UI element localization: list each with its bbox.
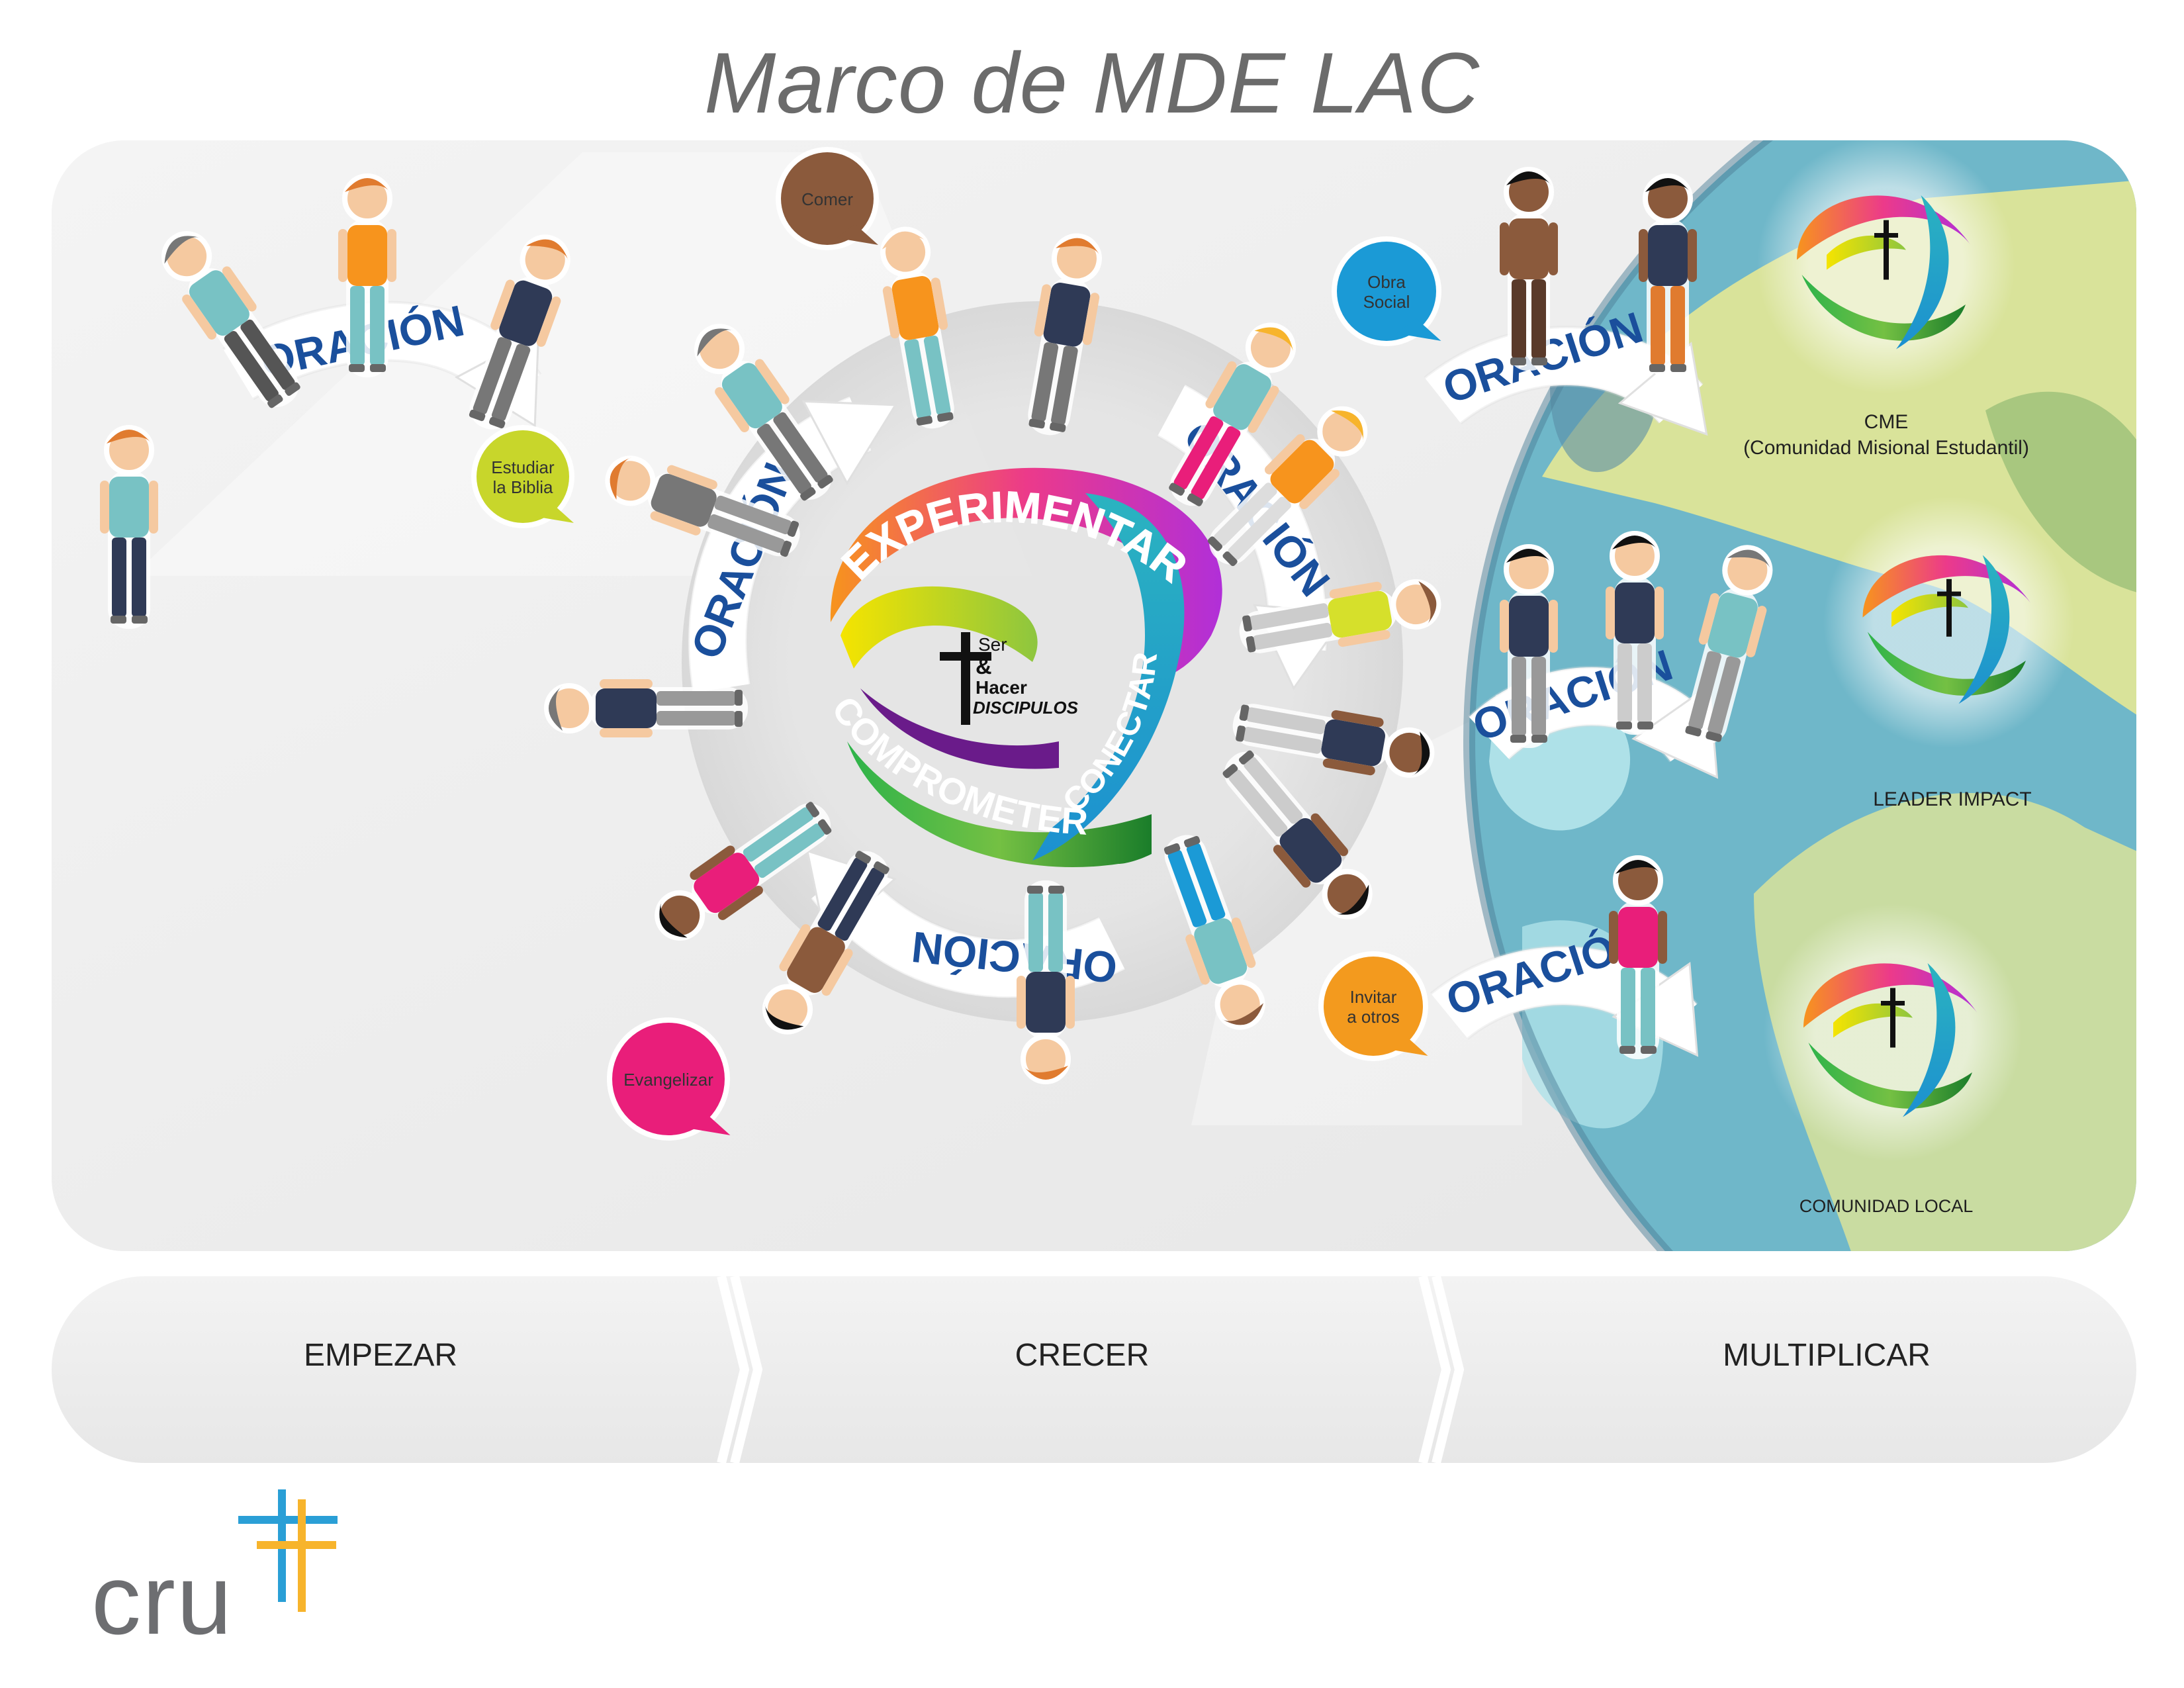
cross-icon bbox=[940, 632, 991, 725]
person-figure bbox=[1239, 579, 1441, 653]
person-figure bbox=[1606, 531, 1664, 735]
globe-emblem-3 bbox=[1764, 904, 2022, 1162]
label-cme: CME (Comunidad Misional Estudantil) bbox=[1743, 411, 2029, 459]
person-figure bbox=[1207, 406, 1368, 567]
person-figure bbox=[880, 226, 954, 429]
person-figure bbox=[655, 802, 832, 941]
person-figure bbox=[1232, 704, 1435, 778]
person-figure bbox=[762, 851, 889, 1035]
globe-emblem-1 bbox=[1757, 136, 2015, 394]
person-figure bbox=[1028, 233, 1102, 436]
stage-bar bbox=[52, 1275, 2136, 1464]
person-figure bbox=[1169, 322, 1296, 506]
person-figure bbox=[1017, 880, 1075, 1084]
speech-bubble-text: Comer bbox=[801, 189, 853, 209]
center-hacer: Hacer bbox=[976, 677, 1027, 698]
center-discipulos: DISCIPULOS bbox=[973, 698, 1079, 718]
person-figure bbox=[1685, 545, 1773, 744]
stage-crecer: CRECER bbox=[1015, 1338, 1150, 1373]
cru-logo: cru bbox=[91, 1544, 234, 1655]
person-figure bbox=[1609, 855, 1667, 1059]
speech-bubble-text: Social bbox=[1363, 292, 1410, 312]
center-ser: Ser bbox=[978, 634, 1007, 655]
speech-bubble-text: la Biblia bbox=[492, 477, 553, 497]
person-figure bbox=[1639, 173, 1697, 377]
speech-bubble-text: Obra bbox=[1367, 272, 1406, 292]
speech-bubble-4: Evangelizar bbox=[607, 1017, 731, 1141]
center-and: & bbox=[976, 654, 992, 679]
arrow-head-icon bbox=[801, 400, 897, 485]
label-leader-impact: LEADER IMPACT bbox=[1873, 788, 2032, 810]
page-title: Marco de MDE LAC bbox=[704, 34, 1480, 131]
person-figure bbox=[544, 679, 748, 737]
person-figure bbox=[1163, 835, 1265, 1030]
person-figure bbox=[469, 234, 570, 430]
person-figure bbox=[1500, 167, 1558, 371]
stage-multiplicar: MULTIPLICAR bbox=[1723, 1338, 1931, 1373]
person-figure bbox=[338, 173, 396, 377]
speech-bubble-text: Invitar bbox=[1350, 987, 1397, 1007]
person-figure bbox=[694, 324, 833, 501]
person-figure bbox=[605, 455, 800, 557]
label-comunidad-local: COMUNIDAD LOCAL bbox=[1799, 1196, 1974, 1216]
stage-empezar: EMPEZAR bbox=[303, 1338, 458, 1373]
cross-icon bbox=[1937, 579, 1961, 637]
person-figure bbox=[1222, 750, 1373, 919]
person-figure bbox=[100, 425, 158, 629]
speech-bubble-1: Comer bbox=[776, 147, 879, 250]
person-figure bbox=[161, 231, 300, 408]
cross-icon bbox=[1874, 220, 1898, 280]
speech-bubble-text: a otros bbox=[1347, 1007, 1400, 1027]
globe-emblem-2 bbox=[1823, 496, 2075, 748]
speech-bubble-text: Evangelizar bbox=[623, 1070, 713, 1090]
cross-icon bbox=[1881, 988, 1905, 1048]
cru-cross-icon bbox=[238, 1489, 338, 1612]
people-group bbox=[100, 167, 1773, 1084]
speech-bubble-text: Estudiar bbox=[491, 457, 555, 477]
person-figure bbox=[1500, 544, 1558, 748]
